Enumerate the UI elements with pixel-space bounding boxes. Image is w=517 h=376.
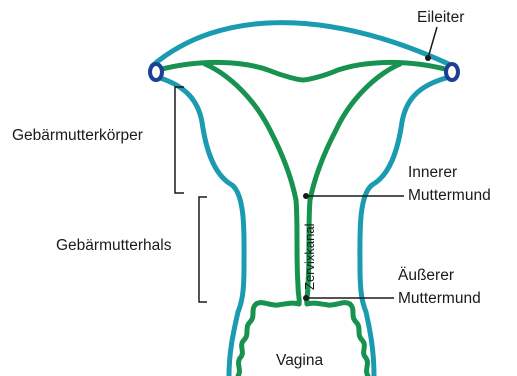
label-gebaermutterhals: Gebärmutterhals xyxy=(56,237,172,254)
label-innerer-muttermund-line2: Muttermund xyxy=(408,187,491,204)
label-innerer-muttermund-line1: Innerer xyxy=(408,164,457,181)
label-zervixkanal: Zervixkanal xyxy=(302,223,317,290)
eileiter-leader-line xyxy=(428,27,437,58)
uterus-right-wall xyxy=(360,78,446,376)
uterus-left-wall xyxy=(160,78,244,376)
gebaermutterkoerper-bracket xyxy=(175,87,184,193)
label-eileiter: Eileiter xyxy=(417,9,464,26)
cavity-right-wall xyxy=(307,64,400,304)
label-aeusserer-muttermund-line1: Äußerer xyxy=(398,267,454,284)
left-tube-opening-icon xyxy=(150,64,162,80)
label-aeusserer-muttermund-line2: Muttermund xyxy=(398,290,481,307)
label-vagina: Vagina xyxy=(276,352,323,369)
cavity-left-wall xyxy=(205,64,299,304)
label-gebaermutterkoerper: Gebärmutterkörper xyxy=(12,127,143,144)
innerer-muttermund-dot xyxy=(303,193,309,199)
fallopian-tube-outer-arc xyxy=(152,23,455,67)
right-tube-opening-icon xyxy=(446,64,458,80)
aeusserer-muttermund-dot xyxy=(303,295,309,301)
gebaermutterhals-bracket xyxy=(199,197,207,302)
eileiter-dot xyxy=(425,55,431,61)
